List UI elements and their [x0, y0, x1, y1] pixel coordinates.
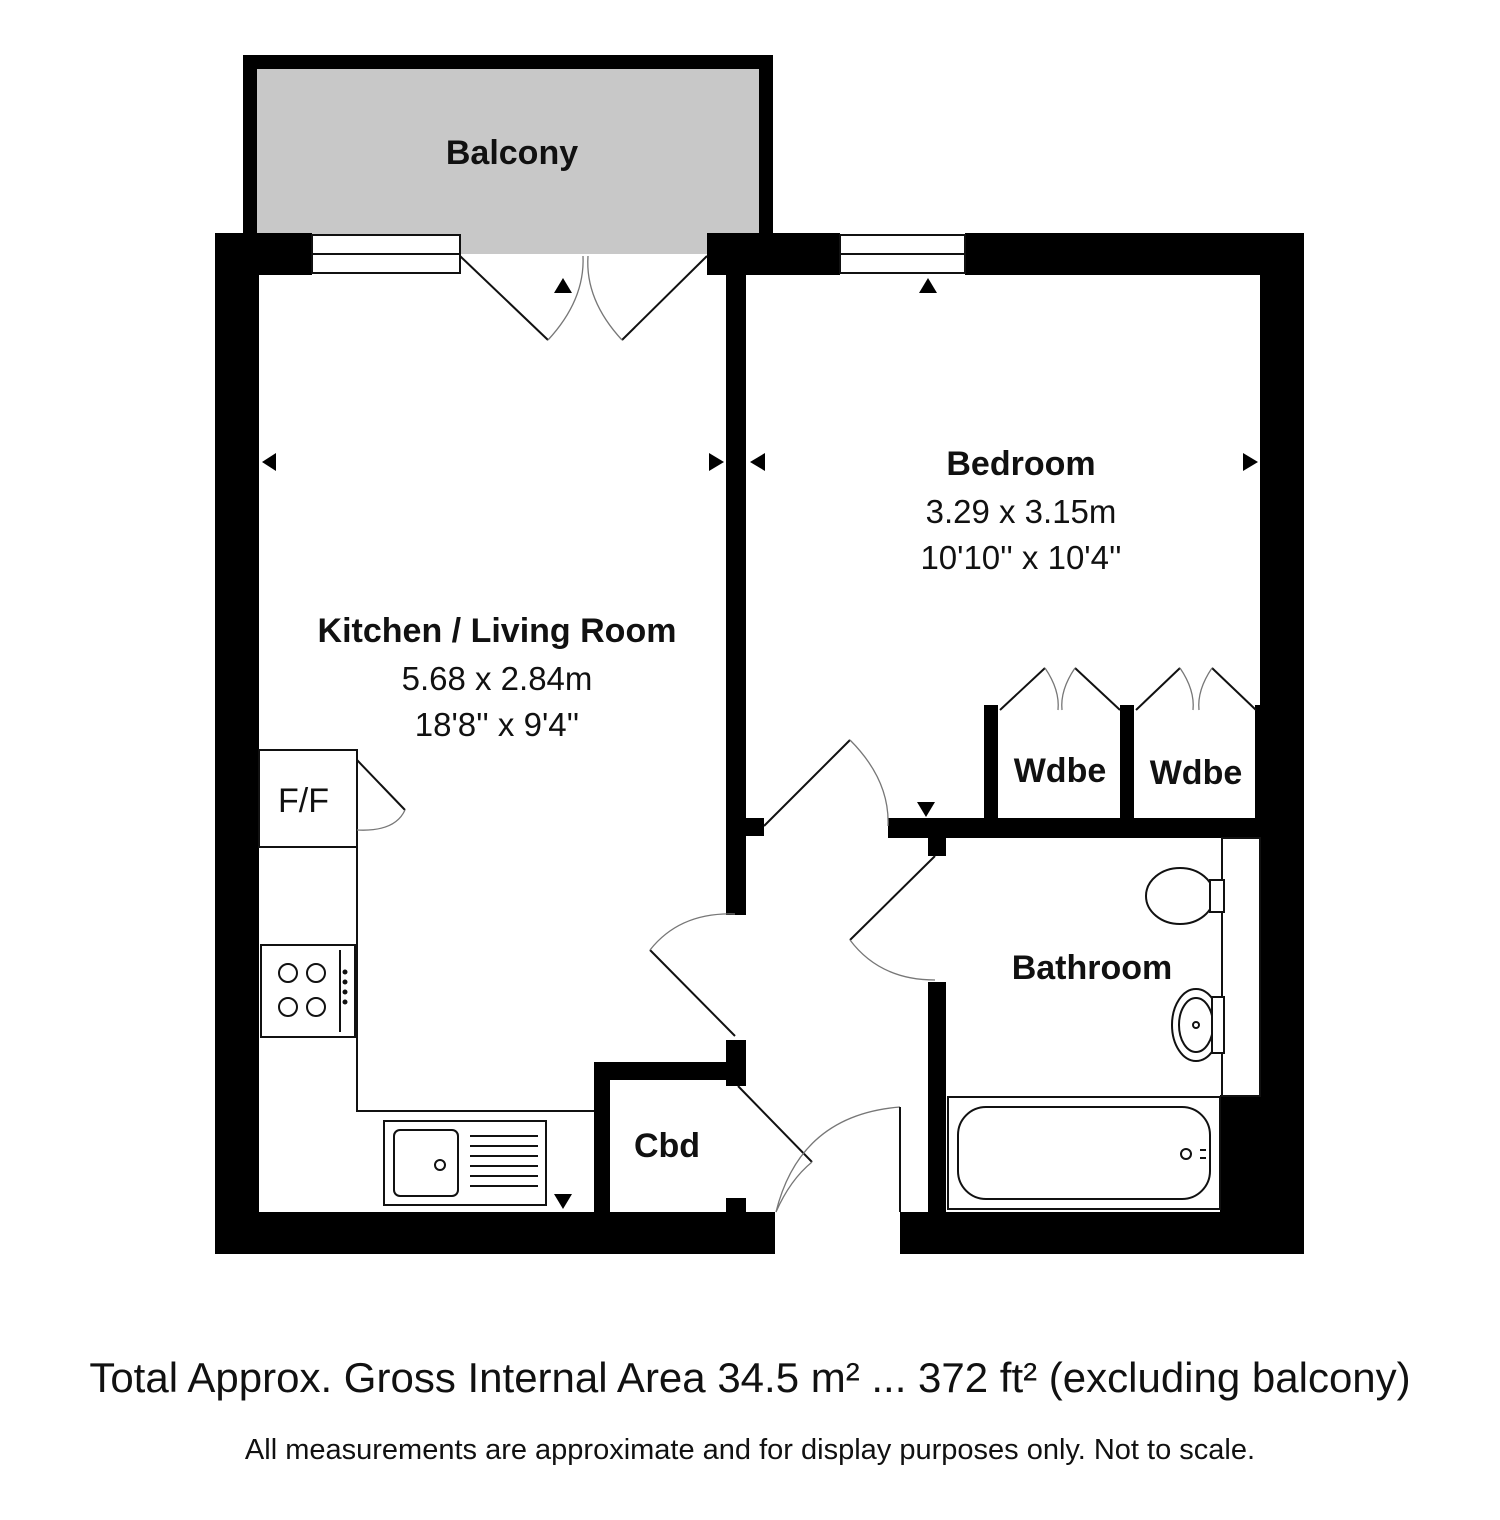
total-area-text: Total Approx. Gross Internal Area 34.5 m…: [89, 1354, 1411, 1401]
bedroom-metric: 3.29 x 3.15m: [926, 493, 1117, 530]
balcony-area: [243, 55, 773, 254]
arrow-kitchen-left: [262, 453, 276, 471]
arrow-bedroom-left: [750, 453, 765, 471]
bedroom-imperial: 10'10'' x 10'4'': [920, 539, 1121, 576]
hob-burner-1: [278, 963, 298, 983]
hob-burner-4: [306, 997, 326, 1017]
wall-left: [215, 233, 259, 1254]
wardrobe-1-label: Wdbe: [1014, 752, 1107, 790]
kitchen-counter: [259, 846, 594, 1112]
hob-burner-3: [278, 997, 298, 1017]
wall-bottom-left: [215, 1212, 775, 1254]
hob-burner-2: [306, 963, 326, 983]
kitchen-living-metric: 5.68 x 2.84m: [402, 660, 593, 697]
balcony-railing-right: [759, 55, 773, 235]
fridge-freezer: F/F: [258, 749, 406, 848]
wall-bottom-right: [900, 1212, 1304, 1254]
wall-bedroom-stub: [746, 818, 764, 836]
door-bedroom: [763, 739, 889, 827]
balcony-doors: [459, 255, 708, 341]
wall-wdbe-2-right: [1255, 705, 1263, 820]
door-entrance: [775, 1106, 901, 1213]
arrow-bedroom-top: [919, 278, 937, 293]
kitchen-living-label: Kitchen / Living Room: [318, 612, 677, 650]
wall-top-right: [965, 233, 1304, 275]
door-wardrobe-2: [1135, 667, 1257, 711]
bathroom-label: Bathroom: [1012, 949, 1173, 987]
arrow-bedroom-right: [1243, 453, 1258, 471]
arrow-kitchen-right: [709, 453, 724, 471]
wall-bed-bath: [888, 818, 1262, 838]
wall-wdbe-2-left: [1120, 705, 1134, 820]
kitchen-living-imperial: 18'8'' x 9'4'': [415, 706, 579, 743]
wall-right: [1260, 233, 1304, 1254]
wall-cbd-bottom-stub: [726, 1198, 746, 1214]
cupboard-label: Cbd: [634, 1127, 700, 1165]
arrow-kitchen-bottom: [554, 1194, 572, 1209]
wall-wdbe-1-left: [984, 705, 998, 820]
wall-bath-left: [928, 982, 946, 1214]
floor-plan: F/F: [215, 55, 1304, 1254]
arrow-bedroom-bottom: [917, 802, 935, 817]
arrow-kitchen-top: [554, 278, 572, 293]
measurement-arrows: [262, 278, 1258, 1209]
walls: [215, 233, 1304, 1254]
wall-int-kitchen-bedroom: [726, 275, 746, 915]
bathroom-fixture-panel: [1221, 837, 1261, 1097]
wardrobe-2-label: Wdbe: [1150, 754, 1243, 792]
bathtub: [947, 1096, 1221, 1210]
hob: [260, 944, 356, 1038]
wall-top-mid: [707, 233, 840, 275]
wall-bed-bath-stub: [928, 838, 946, 856]
door-wardrobe-1: [999, 667, 1121, 711]
toilet: [1145, 867, 1225, 925]
door-kitchen: [649, 913, 736, 1037]
sink: [383, 1120, 547, 1206]
balcony-railing-top: [243, 55, 773, 69]
wall-cbd-left: [594, 1062, 610, 1214]
wall-cbd-top: [594, 1062, 742, 1080]
window-kitchen: [311, 234, 461, 274]
fridge-freezer-label: F/F: [278, 782, 329, 820]
window-bedroom: [839, 234, 966, 274]
wall-bath-corner: [1220, 1095, 1264, 1215]
basin: [1171, 988, 1225, 1062]
balcony-railing-left: [243, 55, 257, 235]
balcony-label: Balcony: [446, 134, 578, 172]
bedroom-label: Bedroom: [946, 445, 1095, 483]
door-cupboard: [737, 1085, 813, 1213]
disclaimer-text: All measurements are approximate and for…: [244, 1434, 1256, 1466]
door-bathroom: [849, 855, 936, 981]
